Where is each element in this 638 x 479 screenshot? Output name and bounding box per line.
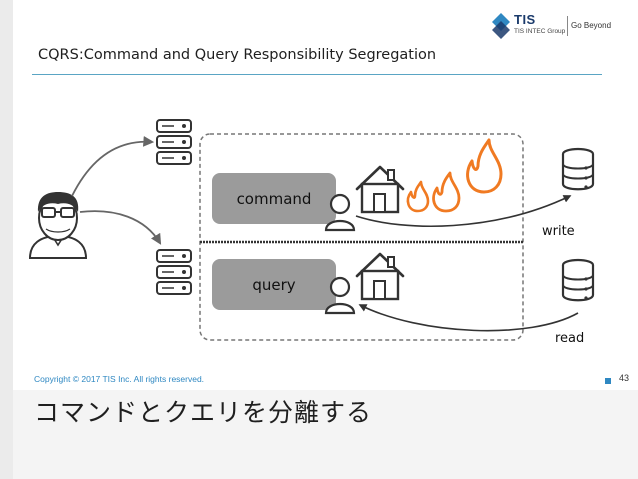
- command-label: command: [237, 190, 312, 208]
- title-underline: [32, 74, 602, 75]
- house-icon: [355, 252, 405, 301]
- page-marker: [605, 378, 611, 384]
- database-icon: [561, 147, 595, 191]
- server-icon: [156, 119, 192, 165]
- logo-tagline: Go Beyond: [571, 21, 612, 30]
- copyright-text: Copyright © 2017 TIS Inc. All rights res…: [34, 374, 205, 384]
- logo-text: TIS: [514, 12, 536, 27]
- command-box: [212, 173, 336, 224]
- house-icon: [355, 165, 405, 214]
- database-icon: [561, 258, 595, 302]
- fire-icon: [432, 171, 461, 213]
- write-label: write: [542, 224, 575, 239]
- read-arrow: [358, 304, 579, 332]
- fire-icon: [466, 138, 503, 194]
- caption-band: [13, 390, 638, 479]
- slide-caption: コマンドとクエリを分離する: [34, 398, 373, 427]
- query-box: [212, 259, 336, 310]
- arrow-to-query-server: [79, 210, 162, 245]
- system-boundary: [199, 133, 524, 341]
- tis-logo-icon: [492, 13, 510, 39]
- read-label: read: [555, 331, 584, 346]
- person-icon: [324, 276, 356, 315]
- logo-separator: [567, 16, 568, 36]
- left-side-rule: [0, 0, 13, 479]
- logo-group-text: TIS INTEC Group: [514, 28, 566, 35]
- person-icon: [324, 193, 356, 232]
- write-arrow: [355, 195, 572, 228]
- slide-title: CQRS:Command and Query Responsibility Se…: [38, 47, 437, 63]
- server-icon: [156, 249, 192, 295]
- arrow-to-command-server: [71, 135, 155, 197]
- company-logo: TIS TIS INTEC Group Go Beyond: [490, 10, 630, 42]
- query-label: query: [252, 276, 295, 294]
- developer-icon: [28, 192, 88, 259]
- page-number: 43: [619, 373, 630, 383]
- fire-icon: [406, 180, 430, 213]
